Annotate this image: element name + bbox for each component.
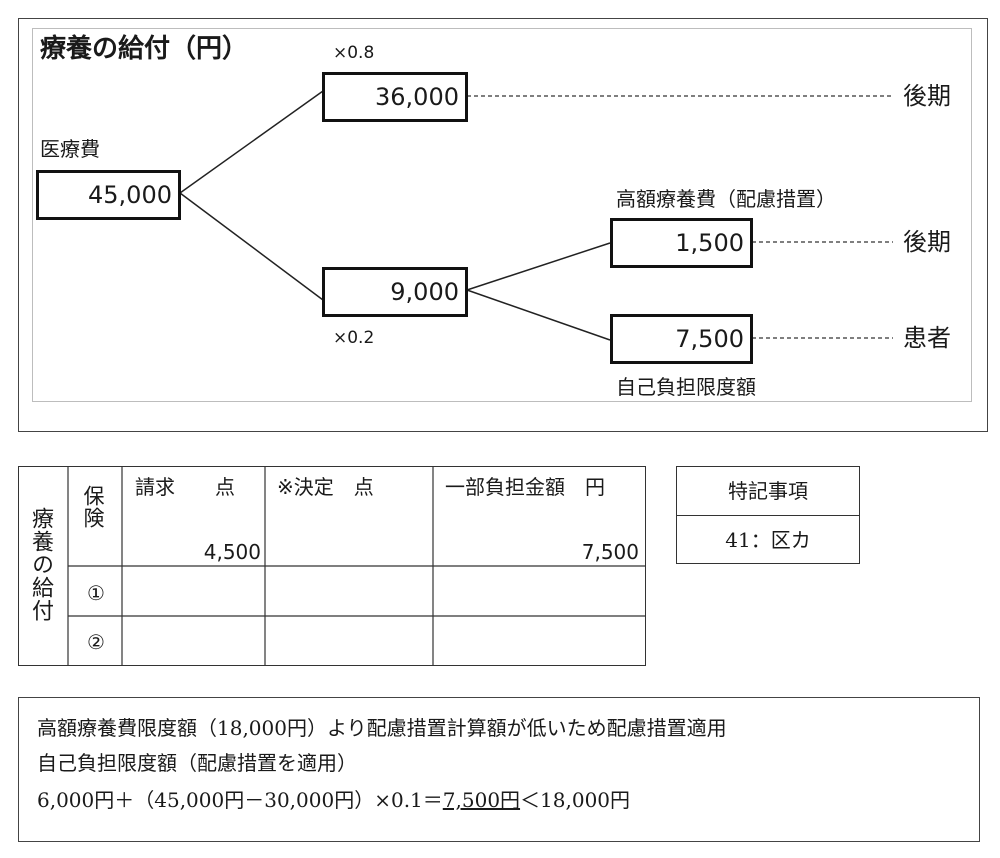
row-2-label: ② [87,630,105,654]
explanation-line-2: 自己負担限度額（配慮措置を適用） [37,751,357,775]
diagram-connectors [179,90,893,341]
explanation-line-3: 6,000円＋（45,000円－30,000円）×0.1＝7,500円＜18,0… [37,790,630,810]
upper-amount-value: 36,000 [375,83,459,111]
notes-divider [677,515,859,516]
claim-points-value: 4,500 [203,540,261,564]
multiplier-upper: ×0.8 [333,43,375,63]
table-row-header: 療養の給付 [28,507,53,622]
high-cost-value: 1,500 [675,229,744,257]
table-grid [66,465,646,666]
lower-amount-value: 9,000 [390,278,459,306]
destination-upper: 後期 [903,82,951,110]
formula-result: 7,500円 [442,788,521,812]
formula-expression: 6,000円＋（45,000円－30,000円）×0.1＝ [37,788,443,812]
claim-points-header: 請求 点 [135,475,235,499]
decision-points-header: ※決定 点 [277,475,374,499]
diagram-frame [18,18,988,432]
copay-header: 一部負担金額 円 [445,475,605,499]
high-cost-label: 高額療養費（配慮措置） [616,187,836,211]
special-notes-header: 特記事項 [728,479,808,503]
branch-line-highcost [466,242,611,291]
formula-comparison: ＜18,000円 [520,788,631,812]
diagram-title: 療養の給付（円） [40,34,249,64]
explanation-box: 高額療養費限度額（18,000円）より配慮措置計算額が低いため配慮措置適用 自己… [18,697,980,842]
upper-amount-box: 36,000 [322,72,468,122]
special-notes-box: 特記事項 41：区カ [676,466,860,564]
medical-cost-label: 医療費 [40,137,100,161]
insurance-label: 保険 [81,485,105,529]
limit-box: 7,500 [610,314,753,364]
destination-middle: 後期 [903,228,951,256]
branch-line-upper [179,90,324,194]
limit-value: 7,500 [675,325,744,353]
claim-table: 療養の給付 保険 請求 点 ※決定 点 一部負担金額 円 4,500 7,500… [18,465,646,666]
destination-lower: 患者 [903,324,951,352]
limit-label: 自己負担限度額 [616,375,756,399]
total-cost-box: 45,000 [36,170,181,220]
explanation-line-1: 高額療養費限度額（18,000円）より配慮措置計算額が低いため配慮措置適用 [37,716,727,740]
total-cost-value: 45,000 [88,181,172,209]
high-cost-box: 1,500 [610,218,753,268]
multiplier-lower: ×0.2 [333,328,375,348]
copay-value: 7,500 [581,540,639,564]
special-notes-value: 41：区カ [725,528,811,552]
branch-line-lower [179,192,324,301]
lower-amount-box: 9,000 [322,267,468,317]
row-1-label: ① [87,581,105,605]
branch-line-limit [466,289,611,341]
diagram-inner-frame [32,28,972,402]
